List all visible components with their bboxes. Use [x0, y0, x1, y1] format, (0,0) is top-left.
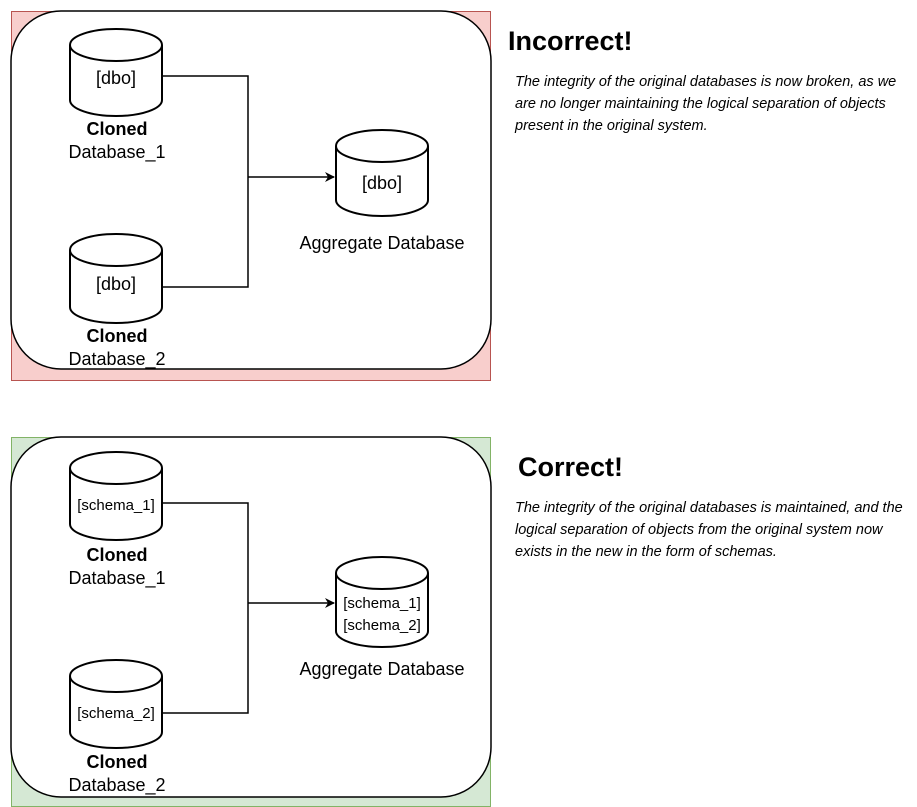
incorrect-db1-cylinder	[69, 28, 163, 117]
correct-aggregate-label: Aggregate Database	[299, 659, 465, 679]
incorrect-db1-schema: [dbo]	[95, 68, 137, 88]
correct-db1-schema: [schema_1]	[77, 497, 155, 514]
incorrect-aggregate-cylinder	[335, 129, 429, 217]
correct-db2-caption-name: Database_2	[68, 775, 166, 795]
correct-db1-caption-bold: Cloned	[86, 545, 148, 565]
incorrect-description: The integrity of the original databases …	[515, 74, 897, 134]
correct-description: The integrity of the original databases …	[515, 500, 903, 560]
incorrect-db2-schema: [dbo]	[95, 274, 137, 294]
correct-db2-caption: Cloned Database_2	[68, 751, 165, 797]
incorrect-title: Incorrect!	[508, 26, 633, 56]
incorrect-db2-caption-bold: Cloned	[86, 326, 148, 346]
incorrect-db1-caption: Cloned Database_1	[68, 118, 165, 164]
correct-db2-caption-bold: Cloned	[86, 752, 148, 772]
incorrect-db2-cylinder	[69, 233, 163, 324]
incorrect-db1-caption-bold: Cloned	[86, 119, 148, 139]
correct-title: Correct!	[518, 452, 624, 482]
correct-db1-caption: Cloned Database_1	[68, 544, 165, 590]
incorrect-aggregate-label: Aggregate Database	[299, 233, 465, 253]
incorrect-db2-caption-name: Database_2	[68, 349, 166, 369]
correct-aggregate-cylinder	[335, 556, 429, 648]
incorrect-aggregate-schema: [dbo]	[361, 173, 403, 193]
correct-db1-cylinder	[69, 451, 163, 541]
correct-db2-cylinder	[69, 659, 163, 749]
correct-db1-caption-name: Database_1	[68, 568, 166, 588]
correct-merge-connector	[162, 502, 249, 714]
incorrect-merge-connector	[162, 75, 249, 288]
correct-aggregate-schema-2: [schema_2]	[343, 617, 421, 634]
incorrect-db2-caption: Cloned Database_2	[68, 325, 165, 371]
correct-aggregate-schema-1: [schema_1]	[343, 595, 421, 612]
correct-db2-schema: [schema_2]	[77, 705, 155, 722]
incorrect-db1-caption-name: Database_1	[68, 142, 166, 162]
